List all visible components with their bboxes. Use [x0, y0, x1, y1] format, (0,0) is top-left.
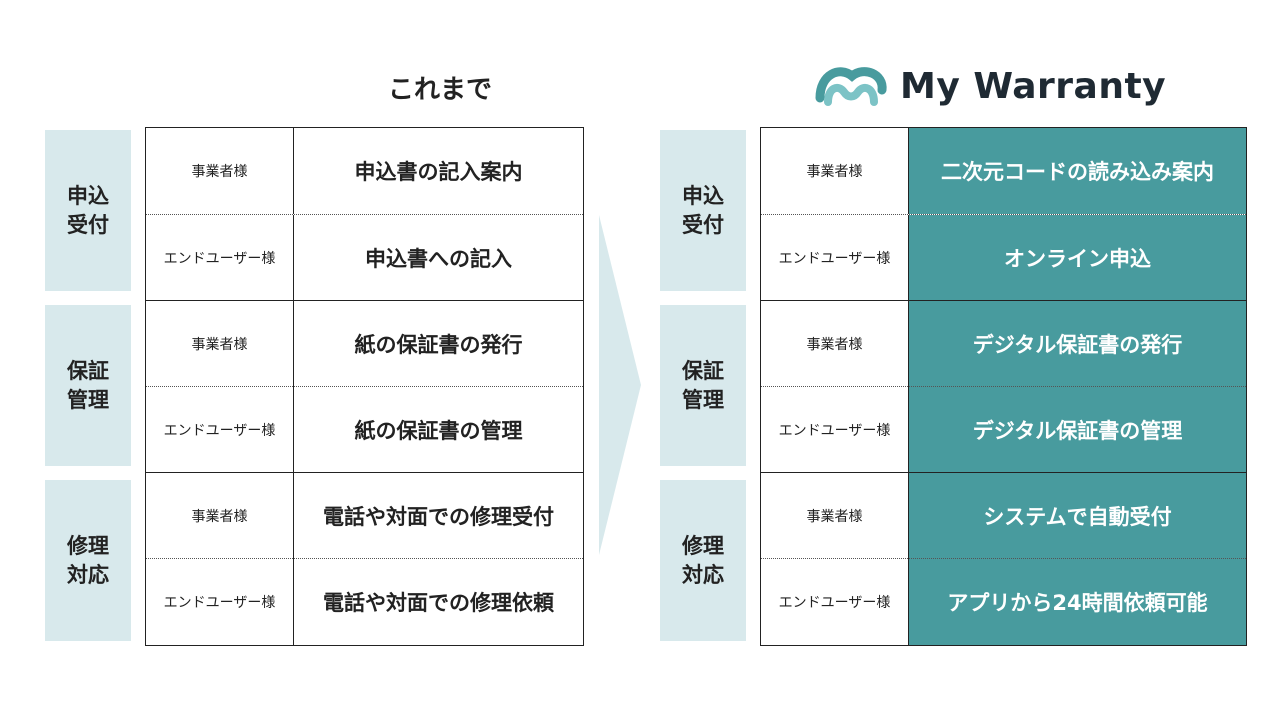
before-table: 事業者様 申込書の記入案内 エンドユーザー様 申込書への記入 事業者様 紙の保証…	[145, 127, 584, 646]
table-row: エンドユーザー様 申込書への記入	[146, 214, 583, 301]
table-row: 事業者様 二次元コードの読み込み案内	[761, 128, 1246, 214]
task-cell: 電話や対面での修理受付	[323, 505, 554, 529]
task-cell: 電話や対面での修理依頼	[323, 591, 554, 615]
table-row: エンドユーザー様 紙の保証書の管理	[146, 386, 583, 473]
category-label: 保証	[67, 358, 109, 383]
task-cell: 紙の保証書の管理	[354, 419, 523, 443]
after-table: 事業者様 二次元コードの読み込み案内 エンドユーザー様 オンライン申込 事業者様…	[760, 127, 1247, 646]
table-row: エンドユーザー様 アプリから24時間依頼可能	[761, 558, 1246, 645]
actor-cell: エンドユーザー様	[761, 559, 909, 645]
actor-cell: エンドユーザー様	[761, 387, 909, 473]
category-label: 管理	[682, 387, 724, 412]
task-cell: 申込書の記入案内	[354, 160, 523, 184]
category-label: 修理	[67, 533, 109, 558]
category-warranty: 保証管理	[660, 305, 746, 466]
task-cell: 二次元コードの読み込み案内	[909, 128, 1246, 214]
category-label: 管理	[67, 387, 109, 412]
task-cell: デジタル保証書の管理	[909, 387, 1246, 473]
table-row: 事業者様 デジタル保証書の発行	[761, 300, 1246, 387]
task-cell: アプリから24時間依頼可能	[909, 559, 1246, 645]
category-label: 修理	[682, 533, 724, 558]
task-cell: 紙の保証書の発行	[354, 333, 523, 357]
task-cell: オンライン申込	[909, 215, 1246, 301]
category-repair: 修理対応	[660, 480, 746, 641]
actor-cell: 事業者様	[146, 301, 294, 387]
transition-arrow	[599, 215, 641, 555]
table-row: 事業者様 紙の保証書の発行	[146, 300, 583, 387]
actor-cell: 事業者様	[146, 473, 294, 559]
actor-cell: エンドユーザー様	[146, 387, 294, 473]
category-label: 受付	[67, 212, 109, 237]
actor-cell: 事業者様	[146, 128, 294, 214]
category-label: 受付	[682, 212, 724, 237]
category-label: 申込	[682, 183, 724, 208]
table-row: 事業者様 申込書の記入案内	[146, 128, 583, 214]
category-label: 対応	[682, 562, 724, 587]
table-row: エンドユーザー様 電話や対面での修理依頼	[146, 558, 583, 645]
actor-cell: 事業者様	[761, 128, 909, 214]
mw-logo-icon	[815, 67, 887, 106]
table-row: エンドユーザー様 デジタル保証書の管理	[761, 386, 1246, 473]
my-warranty-logo: My Warranty	[814, 58, 1166, 114]
actor-cell: エンドユーザー様	[146, 215, 294, 301]
task-cell: システムで自動受付	[909, 473, 1246, 559]
category-repair: 修理対応	[45, 480, 131, 641]
category-label: 申込	[67, 183, 109, 208]
table-row: 事業者様 電話や対面での修理受付	[146, 472, 583, 559]
actor-cell: 事業者様	[761, 473, 909, 559]
category-label: 対応	[67, 562, 109, 587]
table-row: エンドユーザー様 オンライン申込	[761, 214, 1246, 301]
table-row: 事業者様 システムで自動受付	[761, 472, 1246, 559]
task-cell: 申込書への記入	[365, 247, 512, 271]
category-application: 申込受付	[660, 130, 746, 291]
logo-text: My Warranty	[900, 65, 1167, 107]
task-cell: デジタル保証書の発行	[909, 301, 1246, 387]
actor-cell: 事業者様	[761, 301, 909, 387]
actor-cell: エンドユーザー様	[146, 559, 294, 645]
category-label: 保証	[682, 358, 724, 383]
before-title: これまで	[387, 74, 492, 105]
category-warranty: 保証管理	[45, 305, 131, 466]
category-application: 申込受付	[45, 130, 131, 291]
actor-cell: エンドユーザー様	[761, 215, 909, 301]
